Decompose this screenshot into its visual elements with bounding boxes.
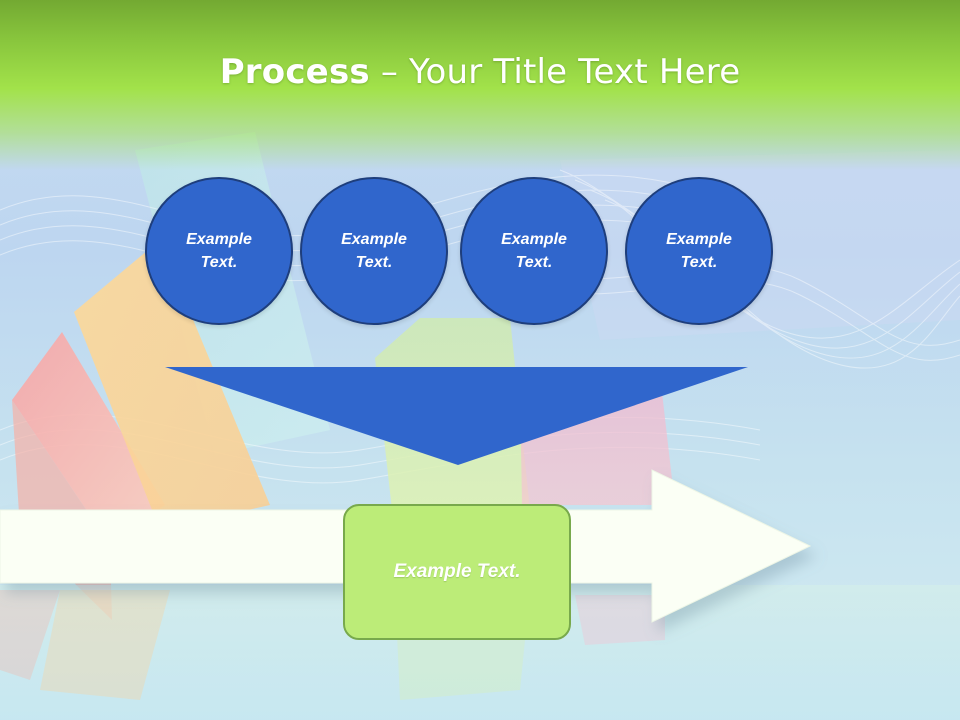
process-step-4: Example Text. <box>625 177 773 325</box>
title-rest: – Your Title Text Here <box>369 52 741 92</box>
funnel-triangle <box>165 367 748 465</box>
process-step-2: Example Text. <box>300 177 448 325</box>
bg-floor-reflection-orange <box>40 590 170 700</box>
bg-bar-red <box>12 332 165 545</box>
process-step-1: Example Text. <box>145 177 293 325</box>
process-step-3-label: Example Text. <box>501 231 567 271</box>
header-band <box>0 0 960 170</box>
process-step-2-label: Example Text. <box>341 231 407 271</box>
result-label: Example Text. <box>393 561 521 582</box>
title-strong: Process <box>219 52 370 92</box>
bg-floor-reflection-red <box>0 590 60 680</box>
process-step-3: Example Text. <box>460 177 608 325</box>
process-step-1-label: Example Text. <box>186 231 252 271</box>
bg-bar-orange <box>74 240 270 530</box>
process-step-4-label: Example Text. <box>666 231 732 271</box>
bg-floor-reflection-pink <box>575 595 665 645</box>
slide-title: Process – Your Title Text Here <box>0 52 960 92</box>
result-box: Example Text. <box>343 504 571 640</box>
